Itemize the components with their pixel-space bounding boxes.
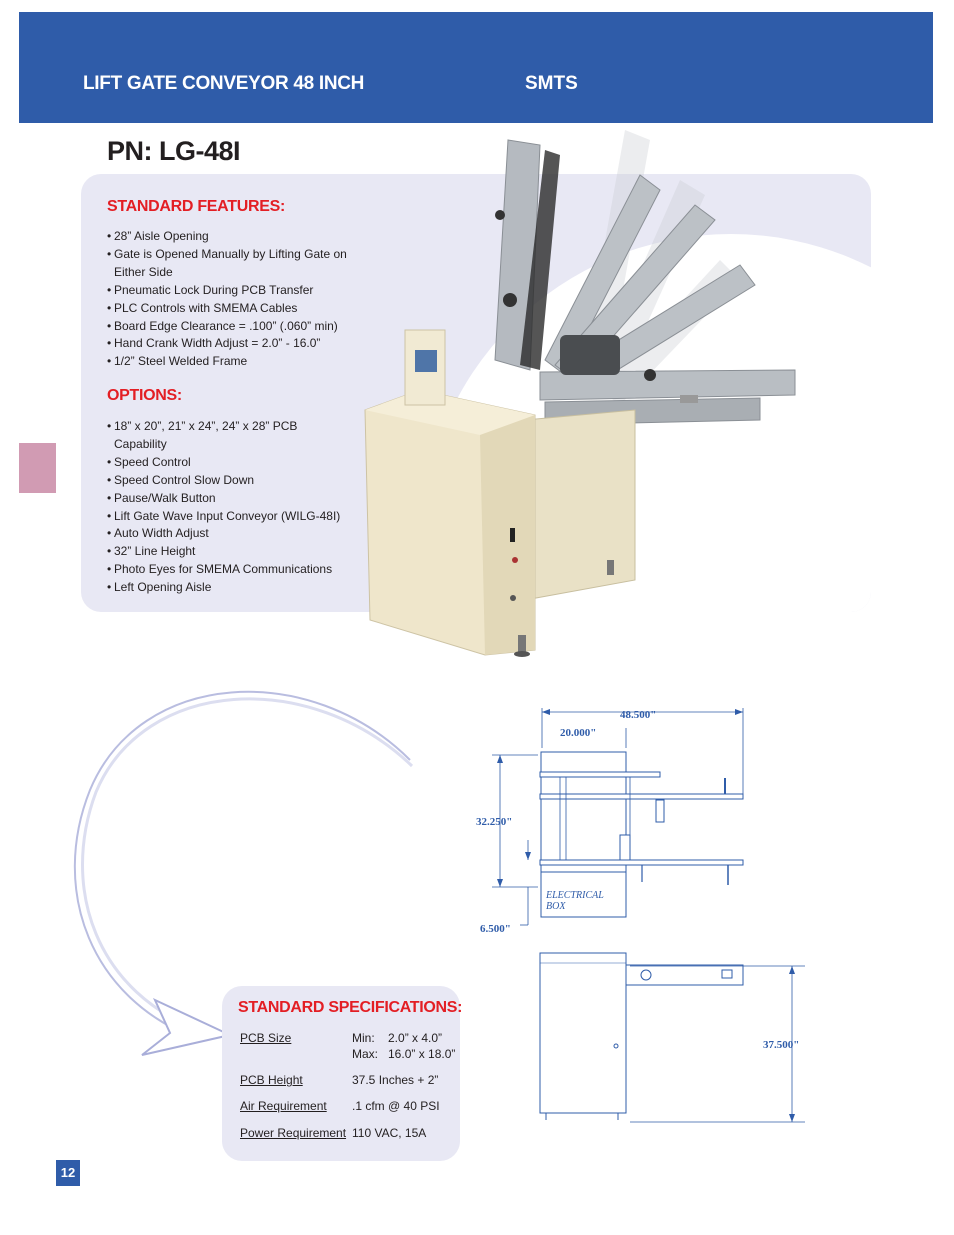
spec-value-power: 110 VAC, 15A bbox=[352, 1126, 427, 1140]
spec-value-air: .1 cfm @ 40 PSI bbox=[352, 1099, 440, 1113]
spec-value-pcb-height: 37.5 Inches + 2” bbox=[352, 1073, 439, 1087]
specifications-panel bbox=[222, 986, 460, 1161]
list-item: Auto Width Adjust bbox=[107, 525, 349, 543]
spec-label-power: Power Requirement bbox=[240, 1126, 347, 1140]
specifications-heading: STANDARD SPECIFICATIONS: bbox=[238, 999, 463, 1016]
brand-name: SMTS bbox=[525, 73, 578, 94]
spec-value-pcb-size-max: Max: 16.0” x 18.0” bbox=[352, 1047, 456, 1061]
list-item: Pause/Walk Button bbox=[107, 490, 349, 508]
box-label-2: BOX bbox=[546, 901, 566, 912]
curved-arrow-decoration bbox=[73, 690, 414, 1056]
spec-value-pcb-size-min: Min: 2.0” x 4.0” bbox=[352, 1031, 443, 1045]
list-item: PLC Controls with SMEMA Cables bbox=[107, 300, 349, 318]
features-heading: STANDARD FEATURES: bbox=[107, 198, 285, 215]
list-item: Left Opening Aisle bbox=[107, 579, 349, 597]
spec-label-pcb-size: PCB Size bbox=[240, 1031, 292, 1045]
spec-label-air: Air Requirement bbox=[240, 1099, 327, 1113]
dim-height-base: 6.500" bbox=[480, 923, 511, 935]
part-number: PN: LG-48I bbox=[107, 136, 241, 166]
list-item: Lift Gate Wave Input Conveyor (WILG-48I) bbox=[107, 508, 349, 526]
list-item: 1/2” Steel Welded Frame bbox=[107, 353, 349, 371]
features-list: 28” Aisle Opening Gate is Opened Manuall… bbox=[107, 228, 349, 371]
list-item: Board Edge Clearance = .100” (.060” min) bbox=[107, 318, 349, 336]
dim-width-box: 20.000" bbox=[560, 727, 596, 739]
page-number: 12 bbox=[56, 1160, 80, 1186]
header-banner bbox=[19, 12, 933, 123]
dimension-drawing: 48.500" 20.000" ELECTRICAL BOX 32.250" 6… bbox=[476, 708, 805, 1123]
list-item: Pneumatic Lock During PCB Transfer bbox=[107, 282, 349, 300]
list-item: Speed Control Slow Down bbox=[107, 472, 349, 490]
box-label-1: ELECTRICAL bbox=[545, 890, 604, 901]
options-heading: OPTIONS: bbox=[107, 387, 182, 404]
list-item: Speed Control bbox=[107, 454, 349, 472]
list-item: Hand Crank Width Adjust = 2.0” - 16.0” bbox=[107, 335, 349, 353]
list-item: 32” Line Height bbox=[107, 543, 349, 561]
dim-height-side: 37.500" bbox=[763, 1039, 799, 1051]
list-item: Photo Eyes for SMEMA Communications bbox=[107, 561, 349, 579]
dim-height-line: 32.250" bbox=[476, 816, 512, 828]
section-tab bbox=[19, 443, 56, 493]
options-list: 18” x 20”, 21” x 24”, 24” x 28” PCB Capa… bbox=[107, 418, 349, 597]
dim-width-total: 48.500" bbox=[620, 709, 656, 721]
page-title: LIFT GATE CONVEYOR 48 INCH bbox=[83, 73, 365, 94]
list-item: Gate is Opened Manually by Lifting Gate … bbox=[107, 246, 349, 282]
list-item: 18” x 20”, 21” x 24”, 24” x 28” PCB Capa… bbox=[107, 418, 349, 454]
list-item: 28” Aisle Opening bbox=[107, 228, 349, 246]
spec-label-pcb-height: PCB Height bbox=[240, 1073, 303, 1087]
conveyor-machine-image bbox=[364, 130, 796, 657]
